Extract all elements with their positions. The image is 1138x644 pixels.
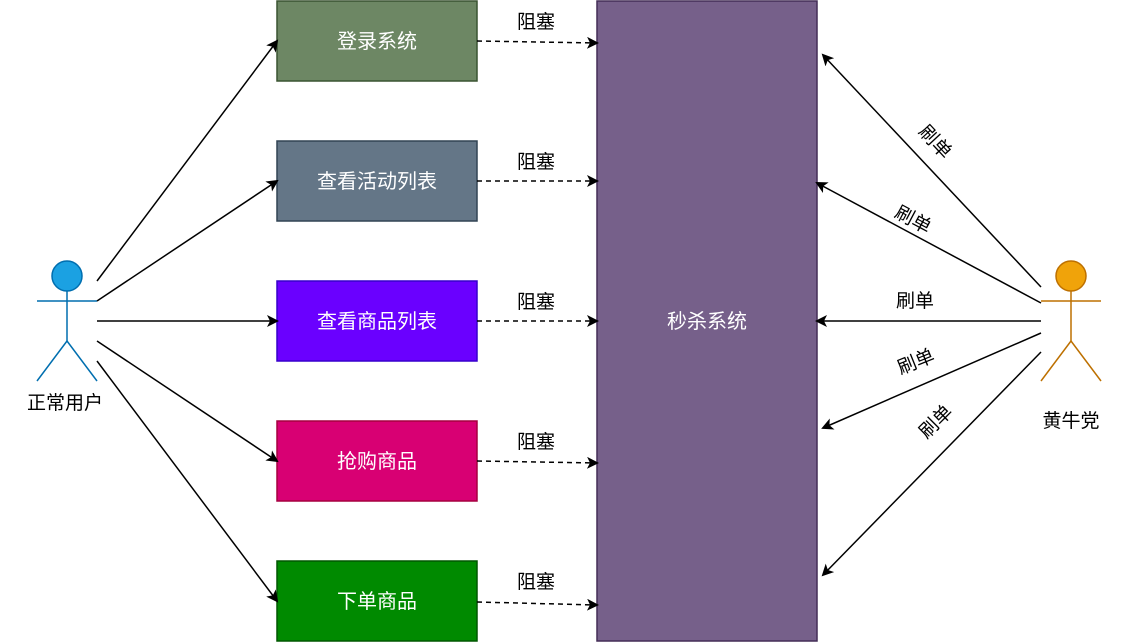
block-arrow (476, 456, 599, 469)
scalp-label: 刷单 (896, 290, 934, 312)
block-label: 阻塞 (517, 291, 555, 313)
step-label: 查看活动列表 (317, 169, 437, 193)
user-to-login-arrow (96, 39, 279, 282)
scalper-actor-icon (1040, 260, 1102, 382)
scalp-label: 刷单 (914, 121, 956, 164)
scalp-arrow (821, 53, 1042, 288)
scalp-label: 刷单 (894, 345, 937, 380)
step-view-activities[interactable]: 查看活动列表 (276, 140, 478, 222)
scalp-arrow (821, 351, 1042, 577)
user-to-order-arrow (96, 360, 279, 603)
step-rush-buy[interactable]: 抢购商品 (276, 420, 478, 502)
block-label: 阻塞 (517, 571, 555, 593)
step-label: 登录系统 (337, 29, 417, 53)
scalp-arrow (815, 182, 1042, 304)
seckill-system-label: 秒杀系统 (667, 309, 747, 333)
step-place-order[interactable]: 下单商品 (276, 560, 478, 642)
step-view-products[interactable]: 查看商品列表 (276, 280, 478, 362)
user-actor-icon (36, 260, 98, 382)
block-arrow (476, 36, 599, 49)
step-label: 下单商品 (337, 589, 417, 613)
block-arrow (476, 598, 599, 611)
scalp-arrow (821, 332, 1042, 430)
seckill-system-box[interactable] (596, 0, 818, 642)
user-to-activities-arrow (96, 179, 279, 302)
scalp-label: 刷单 (891, 201, 935, 238)
step-label: 抢购商品 (337, 449, 417, 473)
scalper-actor-label: 黄牛党 (1042, 410, 1099, 432)
user-to-rush-arrow (96, 340, 279, 463)
user-actor-label: 正常用户 (27, 392, 103, 414)
scalp-label: 刷单 (915, 401, 957, 443)
block-label: 阻塞 (517, 11, 555, 33)
step-login[interactable]: 登录系统 (276, 0, 478, 82)
step-label: 查看商品列表 (317, 309, 437, 333)
block-label: 阻塞 (517, 431, 555, 453)
block-label: 阻塞 (517, 151, 555, 173)
